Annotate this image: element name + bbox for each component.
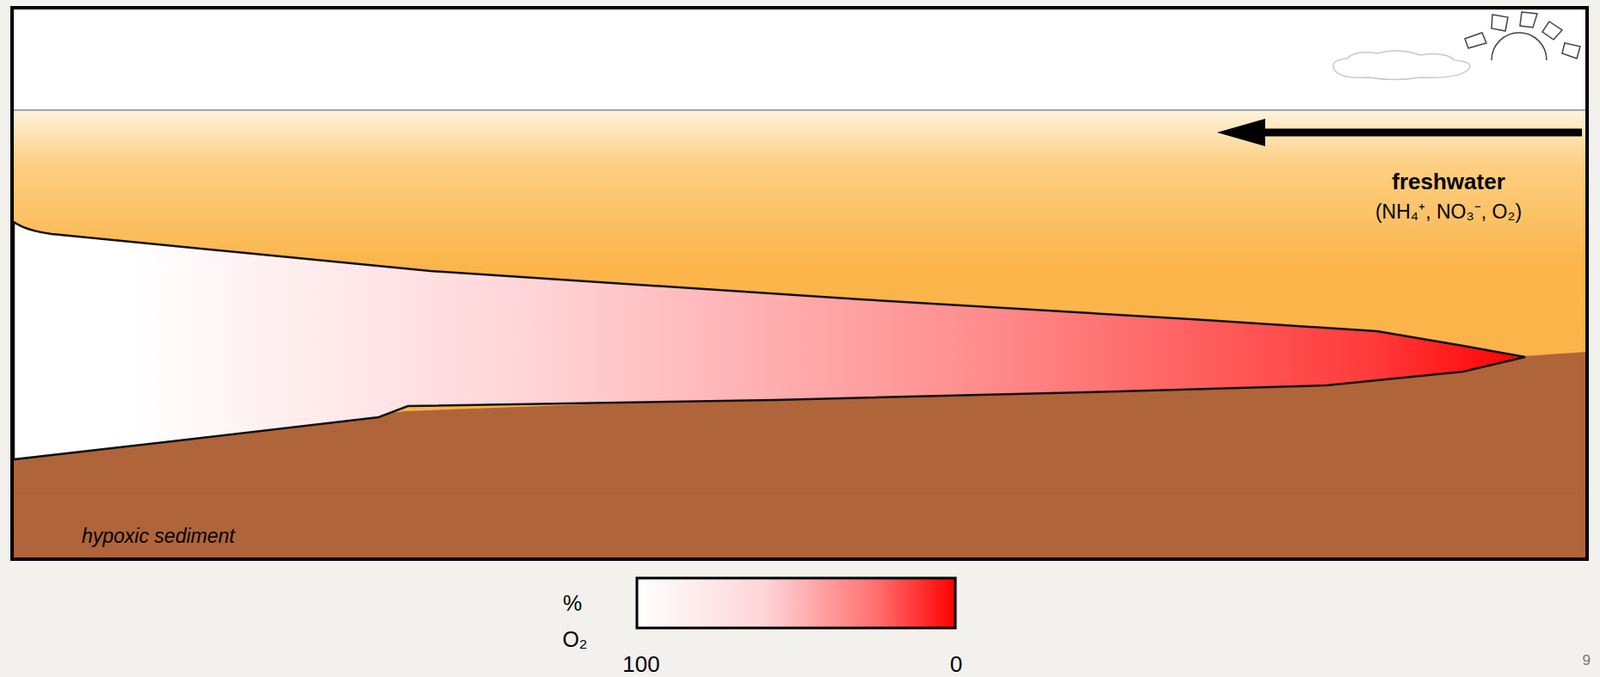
- sediment-label: hypoxic sediment: [81, 525, 235, 548]
- page-number: 9: [1582, 653, 1591, 670]
- water: [12, 110, 1588, 560]
- hypoxic-wedge: [13, 222, 1526, 460]
- sediment-layer: [12, 493, 1588, 495]
- frame: [12, 7, 1588, 560]
- sky: [12, 7, 1588, 560]
- legend-tick: 100: [622, 652, 660, 677]
- flow-arrow: [1256, 129, 1582, 137]
- cloud: [1333, 50, 1471, 81]
- oxygen-scale-bar: [636, 578, 956, 629]
- flow-arrowhead: [1216, 118, 1266, 147]
- sun: [1464, 12, 1581, 61]
- legend-unit: O₂: [562, 628, 587, 653]
- flow-label: freshwater: [1391, 169, 1506, 195]
- legend-tick: 0: [950, 652, 963, 677]
- water-surface: [12, 109, 1588, 112]
- legend-unit: %: [562, 592, 582, 617]
- flow-constituents: (NH₄⁺, NO₃⁻, O₂): [1375, 201, 1522, 223]
